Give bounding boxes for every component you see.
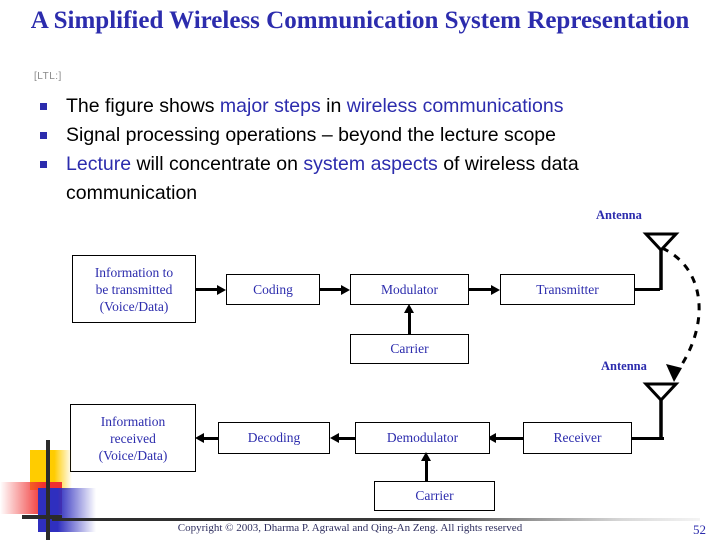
node-carrier-receive: Carrier bbox=[374, 481, 495, 511]
node-information-to-be-transmitted: Information to be transmitted (Voice/Dat… bbox=[72, 255, 196, 323]
connector-receiver-to-demodulator bbox=[495, 437, 523, 440]
connector-antenna-to-receiver bbox=[632, 437, 664, 440]
arrowhead-carrier-to-demodulator bbox=[421, 452, 431, 461]
connector-carrier-to-modulator bbox=[408, 312, 411, 335]
connector-modulator-to-transmitter bbox=[469, 288, 492, 291]
deco-horizontal-rule bbox=[22, 515, 62, 519]
connector-demodulator-to-decoding bbox=[338, 437, 358, 440]
rx-antenna-label: Antenna bbox=[601, 359, 647, 373]
node-modulator: Modulator bbox=[350, 274, 469, 305]
square-bullet-icon bbox=[40, 132, 47, 139]
arrowhead-receiver-to-demodulator bbox=[487, 433, 496, 443]
arrowhead-carrier-to-modulator bbox=[404, 304, 414, 313]
rx-antenna-icon bbox=[642, 382, 680, 440]
wireless-link-arc bbox=[661, 246, 701, 382]
node-decoding: Decoding bbox=[218, 422, 330, 454]
bullet-text-2: Signal processing operations – beyond th… bbox=[66, 124, 556, 146]
node-transmitter: Transmitter bbox=[500, 274, 635, 305]
arrowhead-coding-to-modulator bbox=[341, 284, 350, 295]
sink-line-2: received bbox=[110, 430, 156, 446]
tx-antenna-label: Antenna bbox=[596, 208, 642, 222]
node-demodulator: Demodulator bbox=[355, 422, 490, 454]
page-title: A Simplified Wireless Communication Syst… bbox=[30, 7, 690, 34]
bullet-item-3: Lecture will concentrate on system aspec… bbox=[28, 150, 708, 208]
connector-transmitter-to-antenna bbox=[635, 288, 660, 291]
bullet-item-2: Signal processing operations – beyond th… bbox=[28, 121, 708, 150]
source-line-1: Information to bbox=[94, 264, 174, 280]
bullet-item-1: The figure shows major steps in wireless… bbox=[28, 92, 708, 121]
copyright-text: Copyright © 2003, Dharma P. Agrawal and … bbox=[177, 522, 523, 534]
sink-line-3: (Voice/Data) bbox=[98, 447, 168, 463]
node-coding: Coding bbox=[226, 274, 320, 305]
bullet-list: The figure shows major steps in wireless… bbox=[28, 92, 708, 208]
source-line-3: (Voice/Data) bbox=[99, 298, 169, 314]
square-bullet-icon bbox=[40, 161, 47, 168]
sink-line-1: Information bbox=[100, 413, 166, 429]
node-carrier-transmit: Carrier bbox=[350, 334, 469, 364]
bullet-text-3: Lecture will concentrate on system aspec… bbox=[66, 153, 579, 204]
node-receiver: Receiver bbox=[523, 422, 632, 454]
arrowhead-decoding-to-sink bbox=[195, 433, 204, 443]
connector-decoding-to-sink bbox=[203, 437, 221, 440]
node-information-received: Information received (Voice/Data) bbox=[70, 404, 196, 472]
square-bullet-icon bbox=[40, 103, 47, 110]
connector-source-to-coding bbox=[196, 288, 218, 291]
bullet-text-1: The figure shows major steps in wireless… bbox=[66, 95, 564, 117]
arrowhead-demodulator-to-decoding bbox=[330, 433, 339, 443]
ltl-marker: [LTL:] bbox=[34, 71, 62, 82]
footer-divider bbox=[52, 518, 700, 521]
connector-carrier-to-demodulator bbox=[425, 460, 428, 482]
decorative-corner-graphic bbox=[0, 440, 120, 540]
tx-antenna-icon bbox=[642, 232, 680, 290]
page-number: 52 bbox=[693, 522, 706, 537]
source-line-2: be transmitted bbox=[95, 281, 173, 297]
arrowhead-source-to-coding bbox=[217, 284, 226, 295]
arrowhead-modulator-to-transmitter bbox=[491, 284, 500, 295]
deco-vertical-rule bbox=[46, 440, 50, 540]
connector-coding-to-modulator bbox=[320, 288, 342, 291]
